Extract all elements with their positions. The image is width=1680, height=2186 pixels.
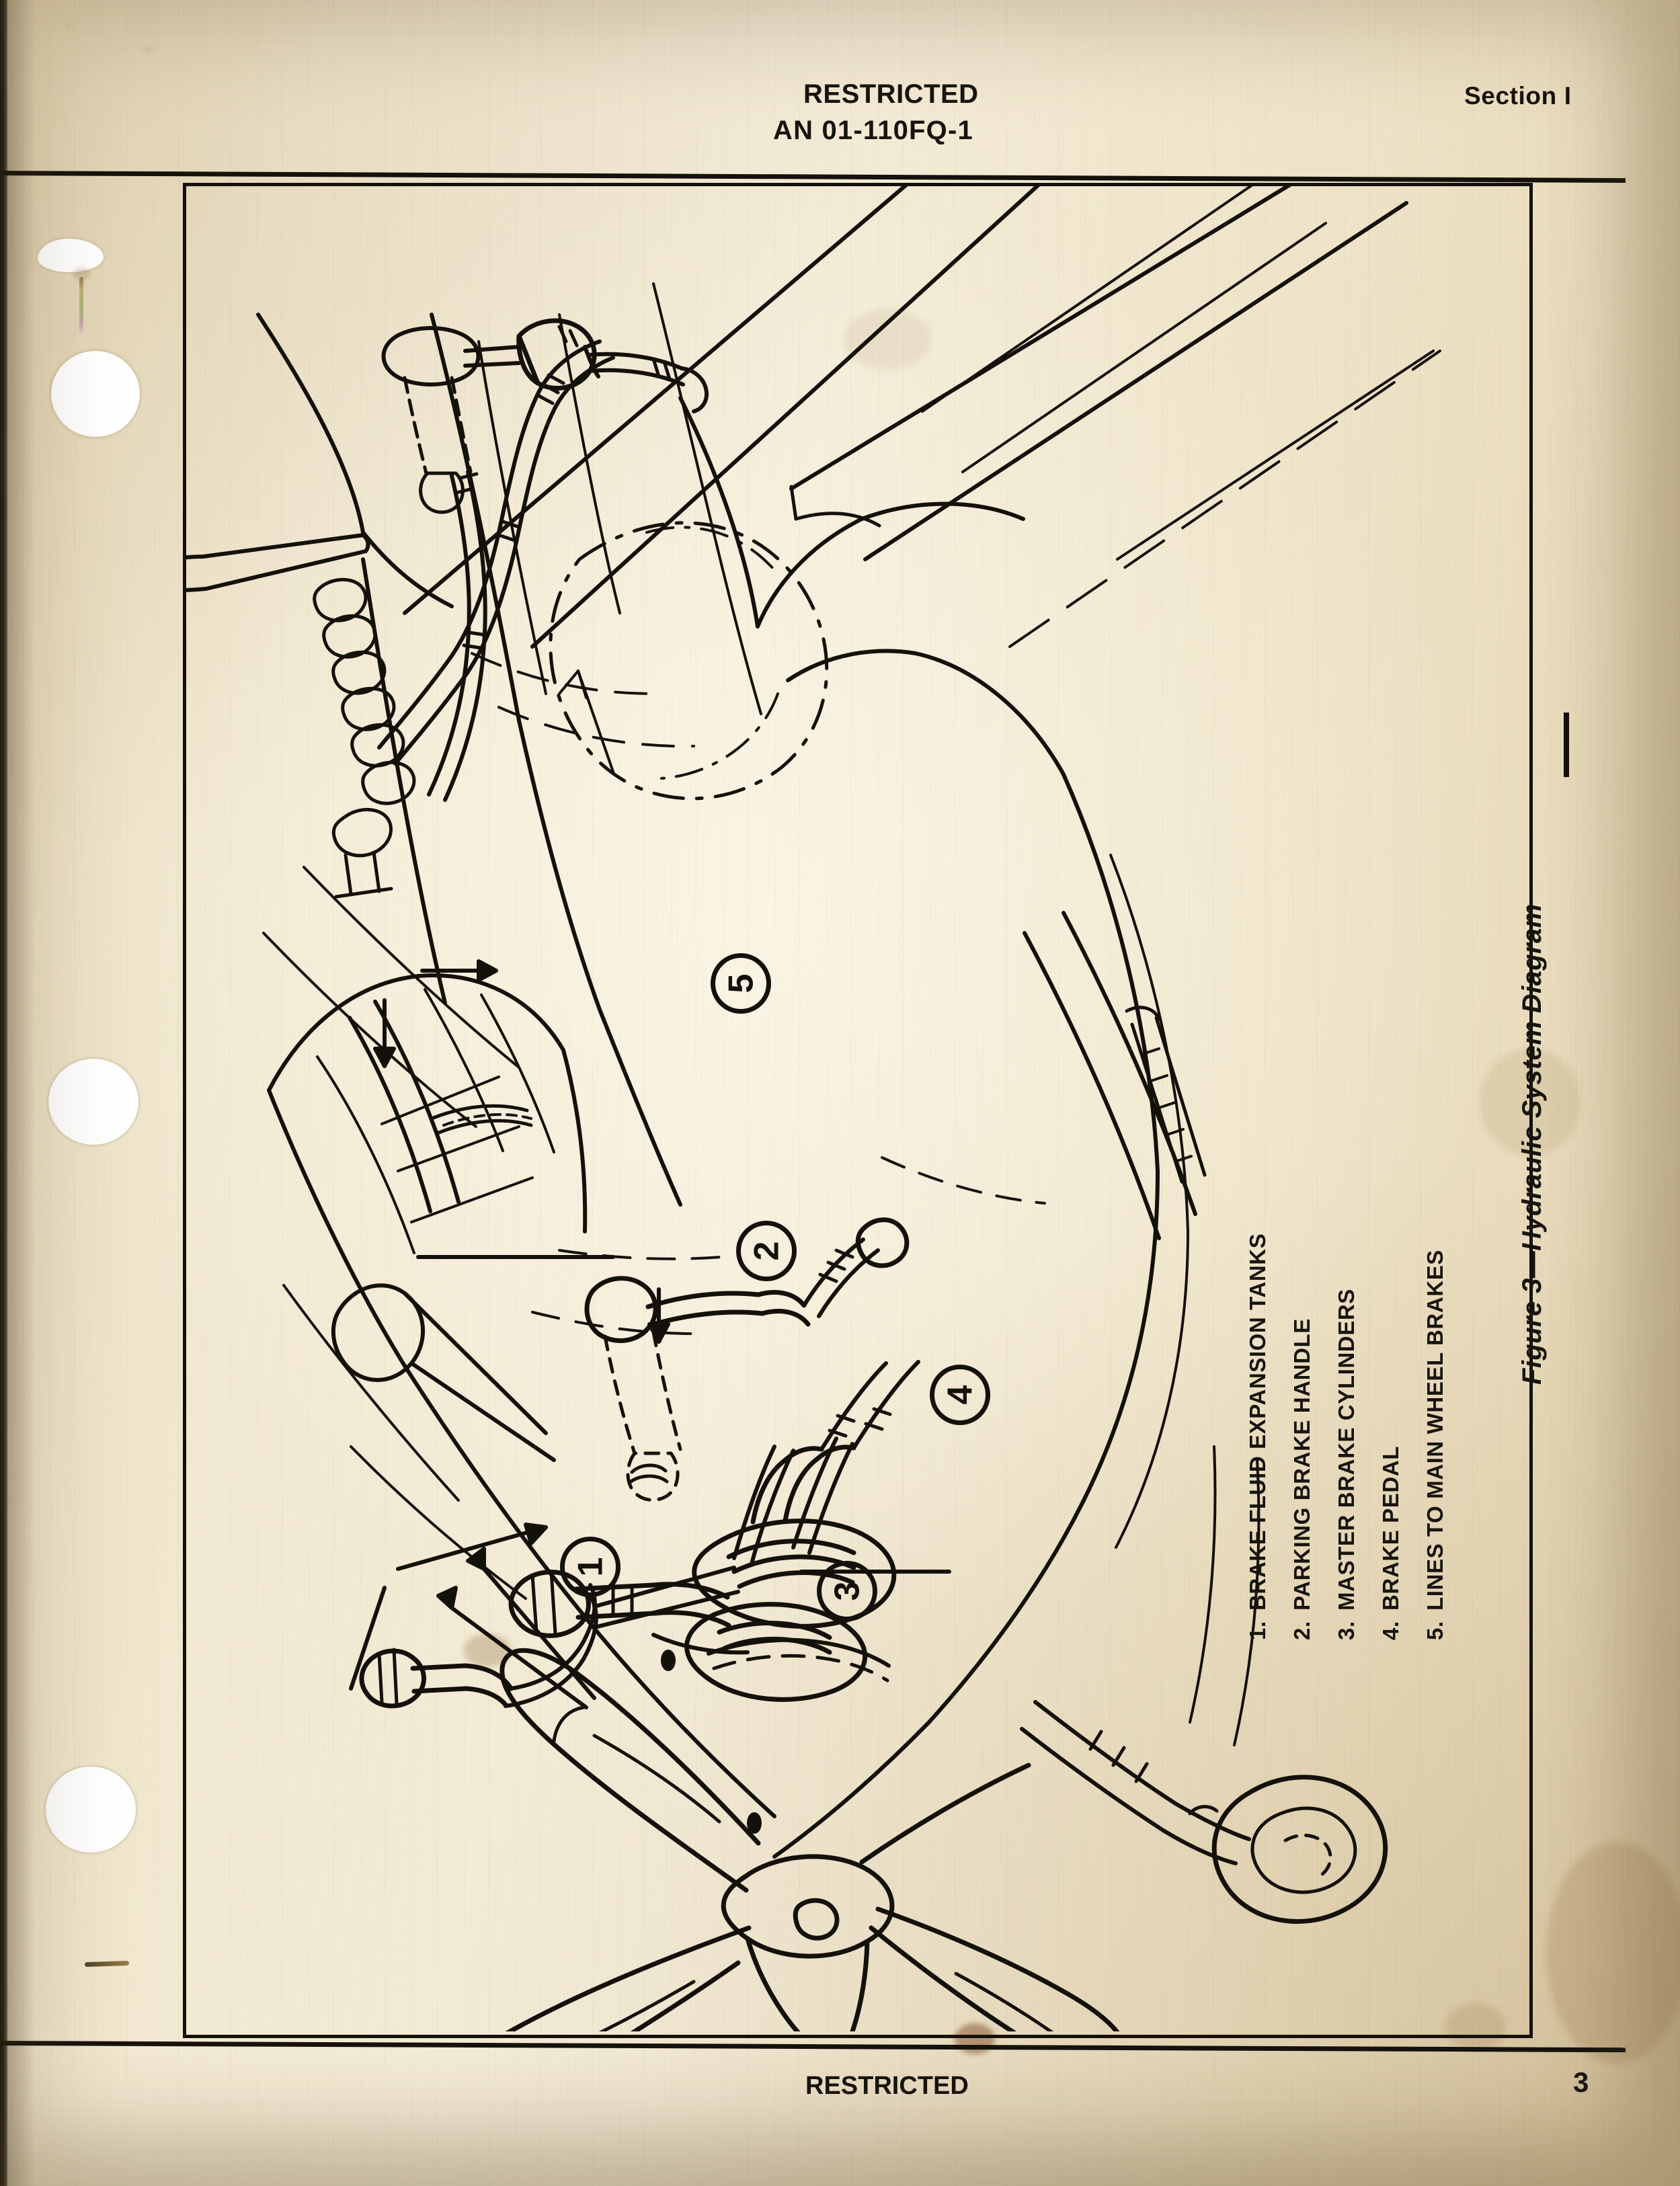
legend-item-label: BRAKE FLUID EXPANSION TANKS bbox=[1245, 1233, 1270, 1611]
legend-item-label: BRAKE PEDAL bbox=[1378, 1446, 1403, 1611]
legend-item-label: PARKING BRAKE HANDLE bbox=[1289, 1318, 1314, 1611]
header-section-label: Section I bbox=[1464, 82, 1572, 110]
legend-item-4: 4. BRAKE PEDAL bbox=[1378, 1446, 1404, 1640]
legend-item-number: 3. bbox=[1334, 1621, 1359, 1640]
caption-rule bbox=[1564, 713, 1569, 777]
paper-fleck bbox=[143, 47, 152, 53]
age-stain bbox=[1546, 1842, 1680, 2064]
legend-item-number: 5. bbox=[1423, 1621, 1447, 1640]
paper-fleck bbox=[65, 24, 71, 30]
legend-item-label: MASTER BRAKE CYLINDERS bbox=[1334, 1289, 1359, 1611]
figure-legend: 1. BRAKE FLUID EXPANSION TANKS 2. PARKING … bbox=[1183, 1076, 1447, 1640]
callout-number: 3 bbox=[827, 1581, 867, 1601]
scanner-edge bbox=[0, 0, 7, 2186]
figure-caption: Figure 3—Hydraulic System Diagram bbox=[1517, 903, 1547, 1385]
callout-balloon-5: 5 bbox=[711, 953, 771, 1014]
callout-balloon-3: 3 bbox=[817, 1561, 877, 1621]
callout-number: 4 bbox=[940, 1385, 979, 1405]
aircraft-line-drawing bbox=[183, 183, 1526, 2031]
header-classification: RESTRICTED bbox=[803, 79, 979, 109]
legend-item-5: 5. LINES TO MAIN WHEEL BRAKES bbox=[1423, 1250, 1448, 1640]
margin-ink-mark bbox=[84, 1960, 130, 1968]
figure-border bbox=[183, 183, 1533, 2038]
figure-caption-block: Figure 3—Hydraulic System Diagram bbox=[1517, 713, 1591, 1385]
hole-punch bbox=[51, 351, 140, 437]
legend-item-3: 3. MASTER BRAKE CYLINDERS bbox=[1334, 1289, 1359, 1640]
callout-balloon-4: 4 bbox=[930, 1365, 990, 1425]
legend-item-1: 1. BRAKE FLUID EXPANSION TANKS bbox=[1245, 1233, 1271, 1640]
header-document-number: AN 01-110FQ-1 bbox=[773, 116, 973, 145]
callout-number: 5 bbox=[721, 973, 760, 994]
footer-page-number: 3 bbox=[1573, 2066, 1589, 2098]
tear-smudge bbox=[73, 268, 90, 280]
footer-rule bbox=[0, 2041, 1626, 2053]
legend-item-number: 4. bbox=[1378, 1621, 1403, 1640]
callout-number: 1 bbox=[570, 1557, 610, 1577]
footer-classification: RESTRICTED bbox=[805, 2072, 969, 2100]
callout-number: 2 bbox=[746, 1241, 786, 1261]
legend-item-2: 2. PARKING BRAKE HANDLE bbox=[1289, 1318, 1315, 1640]
hole-punch bbox=[46, 1767, 136, 1853]
header-rule bbox=[0, 171, 1626, 183]
torn-punch-tab bbox=[38, 239, 104, 272]
scanner-edge-shadow bbox=[7, 0, 36, 2186]
legend-item-label: LINES TO MAIN WHEEL BRAKES bbox=[1423, 1250, 1447, 1611]
torn-paper-fiber bbox=[79, 277, 83, 335]
hole-punch bbox=[48, 1059, 138, 1145]
legend-item-number: 2. bbox=[1289, 1621, 1314, 1640]
legend-item-number: 1. bbox=[1245, 1621, 1270, 1640]
callout-balloon-1: 1 bbox=[560, 1537, 621, 1597]
callout-balloon-2: 2 bbox=[736, 1221, 797, 1281]
